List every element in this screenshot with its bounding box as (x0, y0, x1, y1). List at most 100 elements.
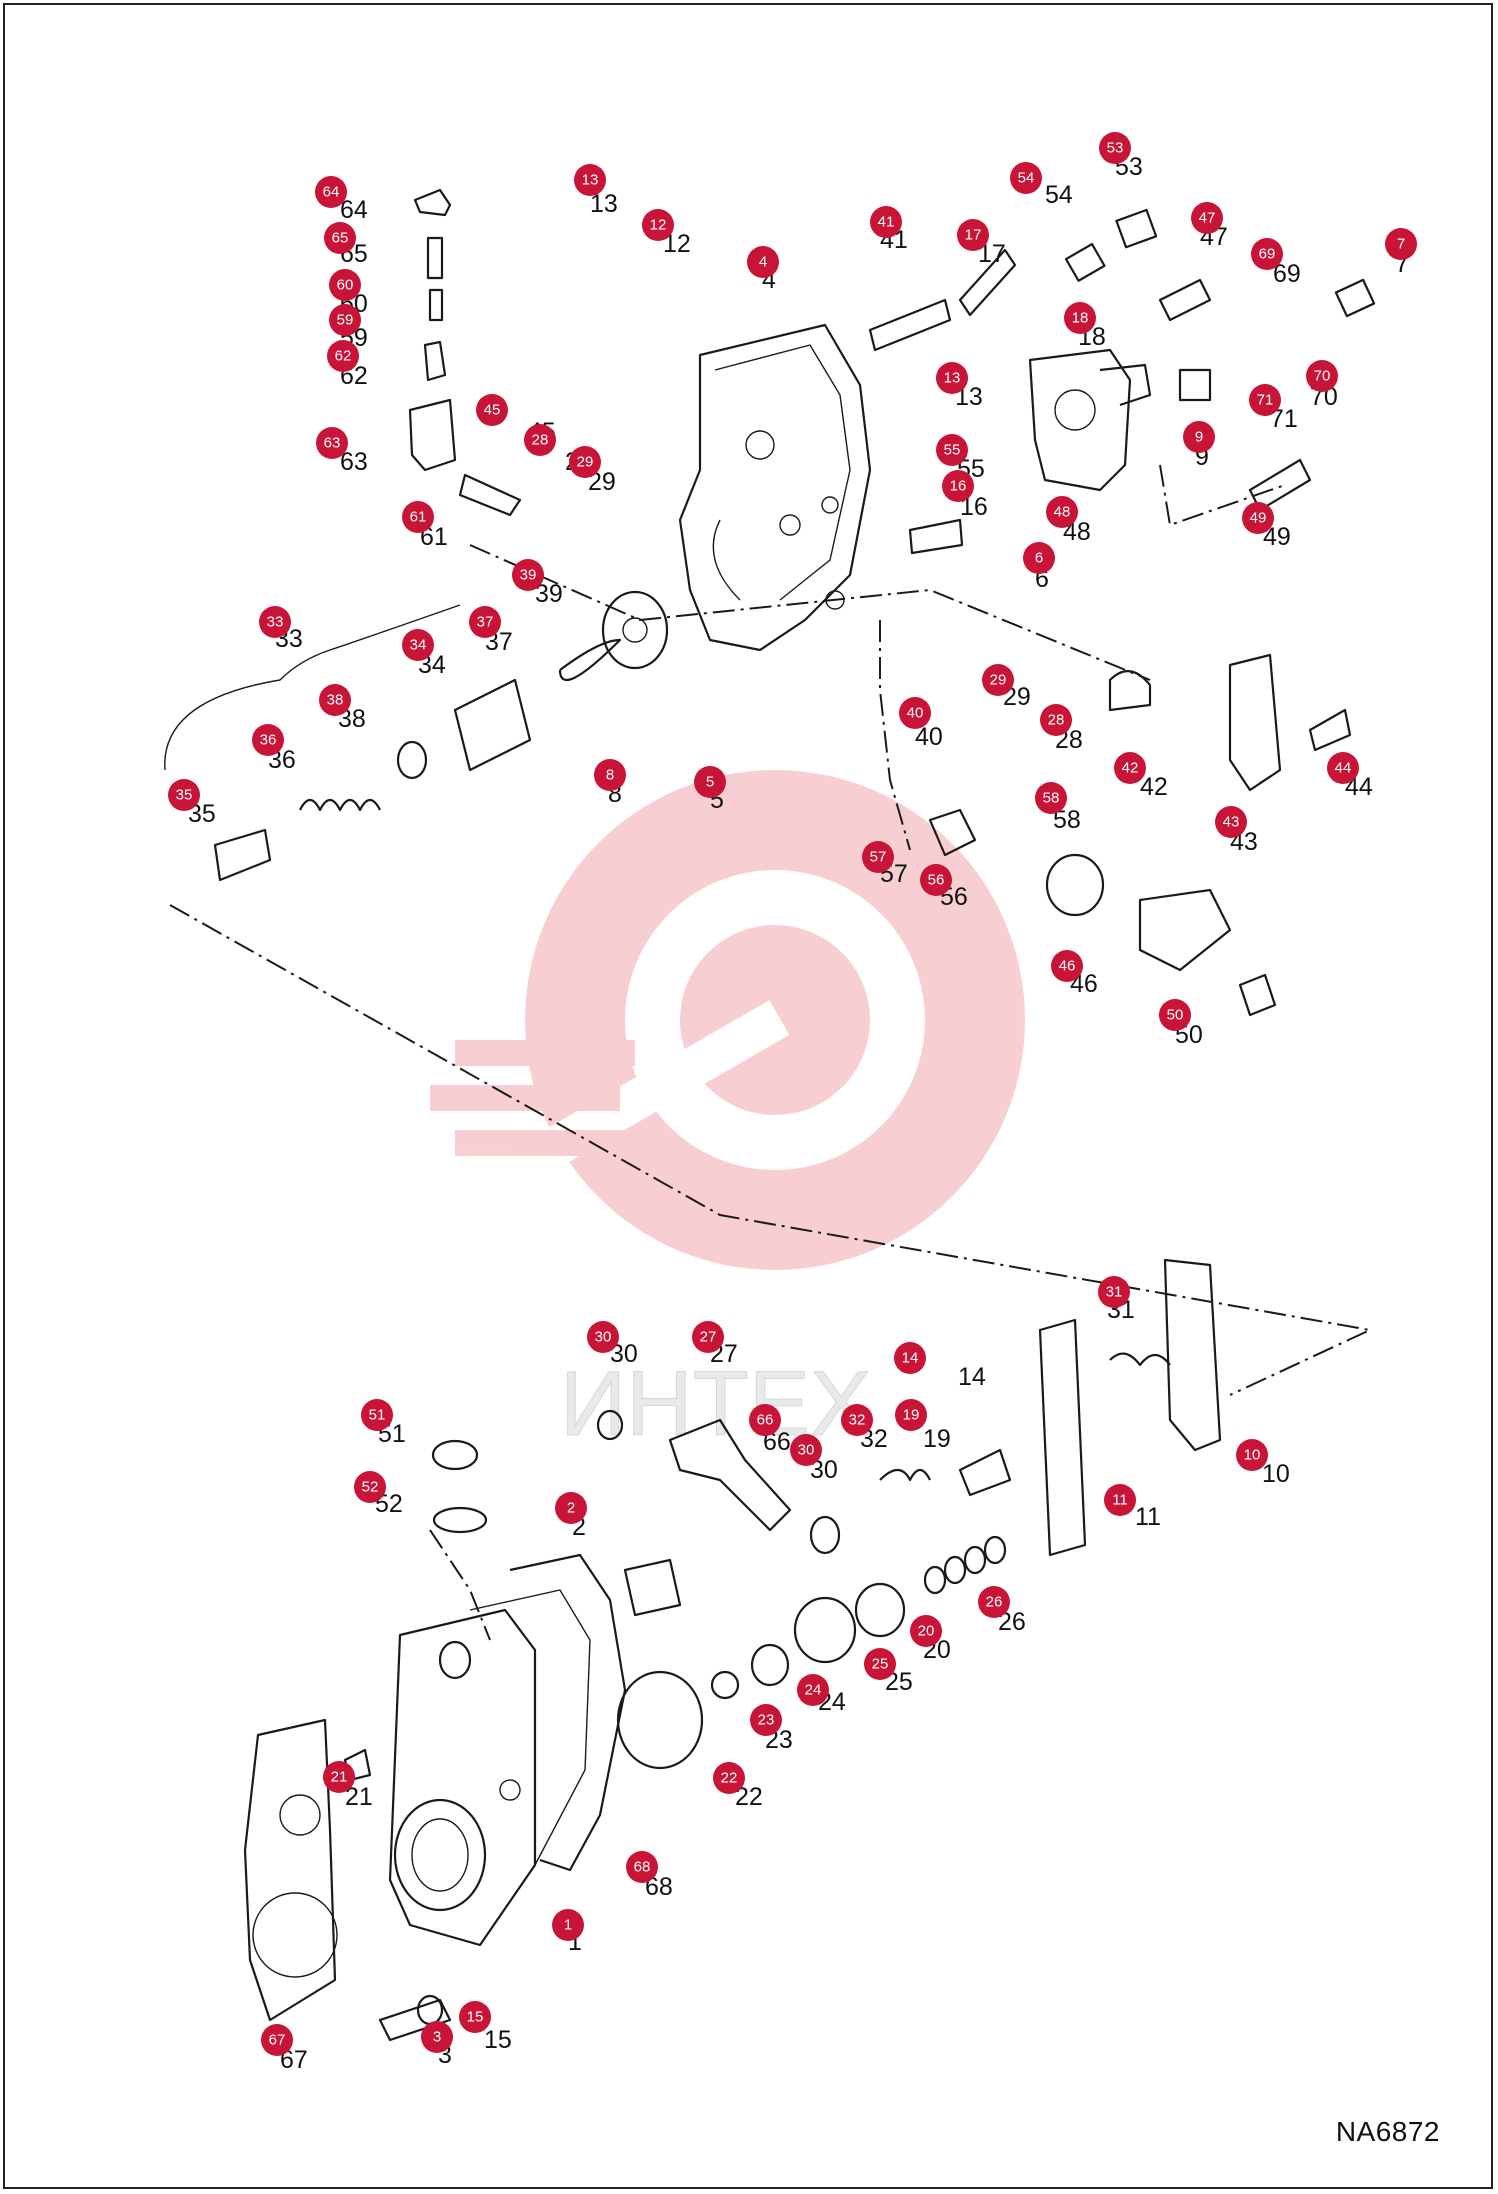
callout-20: 20 (910, 1615, 942, 1647)
gasket-part-68 (509, 1553, 627, 1872)
svg-text:46: 46 (1059, 958, 1076, 975)
svg-text:31: 31 (1106, 1284, 1123, 1301)
svg-text:38: 38 (327, 692, 344, 709)
callout-7: 7 (1385, 228, 1417, 260)
callout-61: 61 (402, 501, 434, 533)
svg-text:24: 24 (805, 1682, 822, 1699)
svg-text:51: 51 (369, 1407, 386, 1424)
svg-text:20: 20 (918, 1623, 935, 1640)
callout-66: 66 (749, 1404, 781, 1436)
svg-text:49: 49 (1250, 510, 1267, 527)
callout-45: 45 (476, 394, 508, 426)
svg-text:14: 14 (958, 1363, 986, 1391)
callout-43: 43 (1215, 806, 1247, 838)
svg-text:13: 13 (582, 172, 599, 189)
svg-text:30: 30 (595, 1329, 612, 1346)
callout-17: 17 (957, 219, 989, 251)
svg-text:21: 21 (331, 1769, 348, 1786)
svg-text:32: 32 (849, 1412, 866, 1429)
svg-text:54: 54 (1018, 170, 1035, 187)
svg-text:11: 11 (1135, 1503, 1161, 1531)
svg-text:60: 60 (337, 277, 354, 294)
svg-text:12: 12 (650, 217, 667, 234)
svg-text:55: 55 (944, 442, 961, 459)
callout-41: 41 (870, 206, 902, 238)
callout-70: 70 (1306, 360, 1338, 392)
callout-40: 40 (899, 697, 931, 729)
svg-text:68: 68 (634, 1859, 651, 1876)
svg-text:64: 64 (323, 184, 340, 201)
svg-text:34: 34 (410, 637, 427, 654)
svg-text:52: 52 (362, 1479, 379, 1496)
callout-25: 25 (864, 1648, 896, 1680)
callout-39: 39 (512, 559, 544, 591)
callout-23: 23 (750, 1704, 782, 1736)
callout-38: 38 (319, 684, 351, 716)
svg-text:28: 28 (1048, 712, 1065, 729)
svg-text:62: 62 (335, 348, 352, 365)
callout-5: 5 (694, 766, 726, 798)
svg-text:29: 29 (990, 672, 1007, 689)
callout-60: 60 (329, 269, 361, 301)
callout-62: 62 (327, 340, 359, 372)
watermark-text: ИНТЕХ (560, 1353, 872, 1455)
svg-text:58: 58 (1043, 790, 1060, 807)
svg-text:71: 71 (1257, 392, 1274, 409)
callout-51: 51 (361, 1399, 393, 1431)
svg-text:28: 28 (532, 432, 549, 449)
callout-13-top: 13 (574, 164, 606, 196)
svg-text:3: 3 (433, 2029, 441, 2046)
svg-text:9: 9 (1195, 429, 1203, 446)
callout-52: 52 (354, 1471, 386, 1503)
callout-28-mid: 28 (1040, 704, 1072, 736)
svg-text:19: 19 (903, 1407, 920, 1424)
svg-text:19: 19 (923, 1425, 951, 1453)
callout-65: 65 (324, 222, 356, 254)
callout-34: 34 (402, 629, 434, 661)
callout-8: 8 (594, 759, 626, 791)
callout-44: 44 (1327, 752, 1359, 784)
callout-26: 26 (978, 1586, 1010, 1618)
svg-text:47: 47 (1199, 210, 1216, 227)
callout-2: 2 (555, 1492, 587, 1524)
callout-29-mid: 29 (982, 664, 1014, 696)
right-fittings-group (868, 208, 1376, 1017)
callout-28-top: 28 (524, 424, 556, 456)
svg-text:4: 4 (759, 254, 767, 271)
svg-text:61: 61 (410, 509, 427, 526)
svg-text:8: 8 (606, 767, 614, 784)
callout-27: 27 (692, 1321, 724, 1353)
callout-24: 24 (797, 1674, 829, 1706)
svg-text:22: 22 (721, 1770, 738, 1787)
callout-63: 63 (316, 427, 348, 459)
svg-text:40: 40 (907, 705, 924, 722)
svg-text:41: 41 (878, 214, 895, 231)
svg-text:67: 67 (269, 2032, 286, 2049)
callout-21: 21 (323, 1761, 355, 1793)
svg-text:17: 17 (965, 227, 982, 244)
callout-3: 3 (421, 2021, 453, 2053)
callout-31: 31 (1098, 1276, 1130, 1308)
callout-35: 35 (168, 779, 200, 811)
svg-text:7: 7 (1397, 236, 1405, 253)
top-left-small-parts (408, 188, 522, 517)
callout-37: 37 (469, 606, 501, 638)
svg-text:27: 27 (700, 1329, 717, 1346)
svg-text:42: 42 (1140, 773, 1168, 801)
svg-text:45: 45 (484, 402, 501, 419)
callout-9: 9 (1183, 421, 1215, 453)
callout-19: 19 (895, 1399, 927, 1431)
callout-13-mid: 13 (936, 362, 968, 394)
callout-59: 59 (329, 304, 361, 336)
svg-text:15: 15 (467, 2009, 484, 2026)
svg-text:30: 30 (798, 1442, 815, 1459)
svg-text:11: 11 (1112, 1492, 1128, 1509)
svg-text:14: 14 (902, 1350, 919, 1367)
callout-18: 18 (1064, 302, 1096, 334)
svg-text:16: 16 (950, 478, 967, 495)
svg-text:59: 59 (337, 312, 354, 329)
svg-text:42: 42 (1122, 760, 1139, 777)
svg-text:70: 70 (1314, 368, 1331, 385)
svg-text:2: 2 (567, 1500, 575, 1517)
